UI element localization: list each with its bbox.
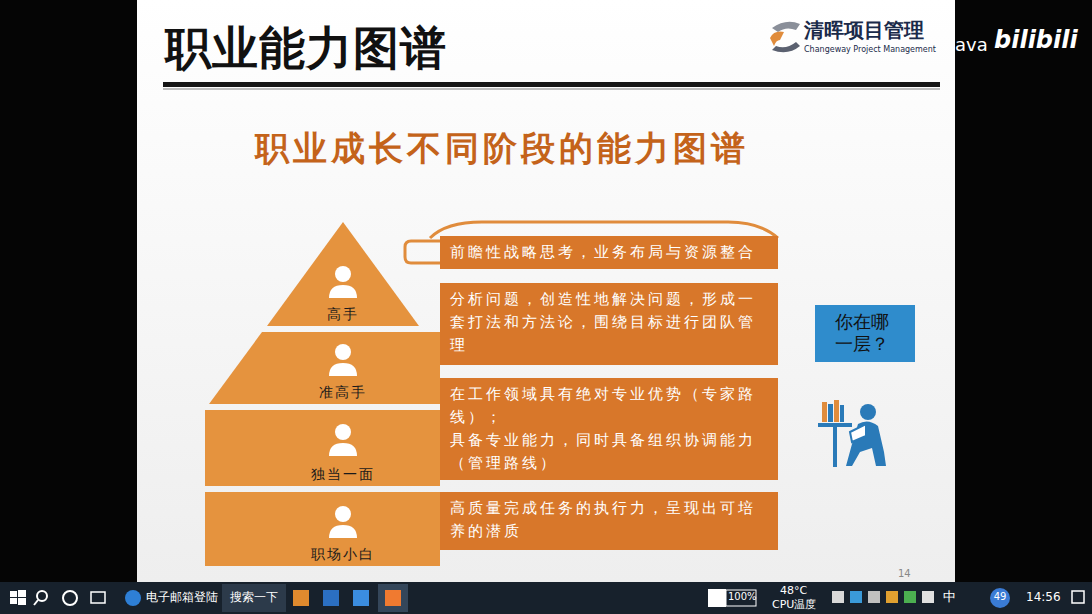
description-text: 前瞻性战略思考，业务布局与资源整合 xyxy=(450,241,768,264)
watermark-logo: bilibili xyxy=(994,26,1078,55)
pyramid-level: 职场小白 xyxy=(205,492,440,566)
company-name-en: Changeway Project Management xyxy=(804,45,936,55)
reading-figure xyxy=(818,400,886,467)
slide-background xyxy=(137,0,955,582)
taskbar-icons xyxy=(10,584,1084,612)
pyramid-shape xyxy=(205,222,440,326)
title-rule xyxy=(163,82,940,87)
taskbar-item: 搜索一下 xyxy=(230,590,278,604)
person-icon xyxy=(329,443,357,456)
cpu-temperature-label: CPU温度 xyxy=(772,598,816,611)
clock: 14:56 xyxy=(1026,590,1061,604)
question-box: 你在哪一层？ xyxy=(815,305,915,362)
taskbar xyxy=(0,582,1092,614)
title-rule-shadow xyxy=(163,88,940,90)
level-name: 职场小白 xyxy=(243,546,443,563)
question-text: 你在哪一层？ xyxy=(835,311,895,355)
person-icon xyxy=(335,506,351,522)
description-box: 前瞻性战略思考，业务布局与资源整合 xyxy=(440,236,778,269)
page-number: 14 xyxy=(898,568,911,580)
description-text: 具备专业能力，同时具备组织协调能力（管理路线） xyxy=(450,429,768,475)
person-icon xyxy=(335,266,351,282)
pyramid-level: 独当一面 xyxy=(205,410,440,486)
battery-level: 100% xyxy=(728,591,757,603)
level-name: 高手 xyxy=(243,306,443,323)
person-icon xyxy=(329,363,357,376)
person-icon xyxy=(329,525,357,538)
pyramid-level: 高手 xyxy=(205,222,440,326)
person-icon xyxy=(329,285,357,298)
description-text: 分析问题，创造性地解决问题，形成一套打法和方法论，围绕目标进行团队管理 xyxy=(450,288,768,357)
cpu-temperature: 48°C xyxy=(780,584,807,597)
level-name: 独当一面 xyxy=(243,466,443,483)
logo-mark xyxy=(770,22,800,53)
description-box: 分析问题，创造性地解决问题，形成一套打法和方法论，围绕目标进行团队管理 xyxy=(440,283,778,365)
watermark: ava xyxy=(955,34,988,56)
description-box: 在工作领域具有绝对专业优势（专家路线）；具备专业能力，同时具备组织协调能力（管理… xyxy=(440,378,778,480)
description-text: 高质量完成任务的执行力，呈现出可培养的潜质 xyxy=(450,497,768,543)
level-name: 准高手 xyxy=(243,384,443,401)
subtitle: 职业成长不同阶段的能力图谱 xyxy=(137,128,867,169)
slide-title: 职业能力图谱 xyxy=(165,18,447,80)
notification-count: 49 xyxy=(990,591,1010,603)
description-text: 在工作领域具有绝对专业优势（专家路线）； xyxy=(450,383,768,429)
description-box: 高质量完成任务的执行力，呈现出可培养的潜质 xyxy=(440,492,778,550)
person-icon xyxy=(335,344,351,360)
person-icon xyxy=(335,424,351,440)
company-name: 清晖项目管理 xyxy=(804,18,924,42)
input-method: 中 xyxy=(943,589,956,605)
pyramid-level: 准高手 xyxy=(205,332,440,404)
taskbar-item: 电子邮箱登陆 xyxy=(146,590,218,604)
